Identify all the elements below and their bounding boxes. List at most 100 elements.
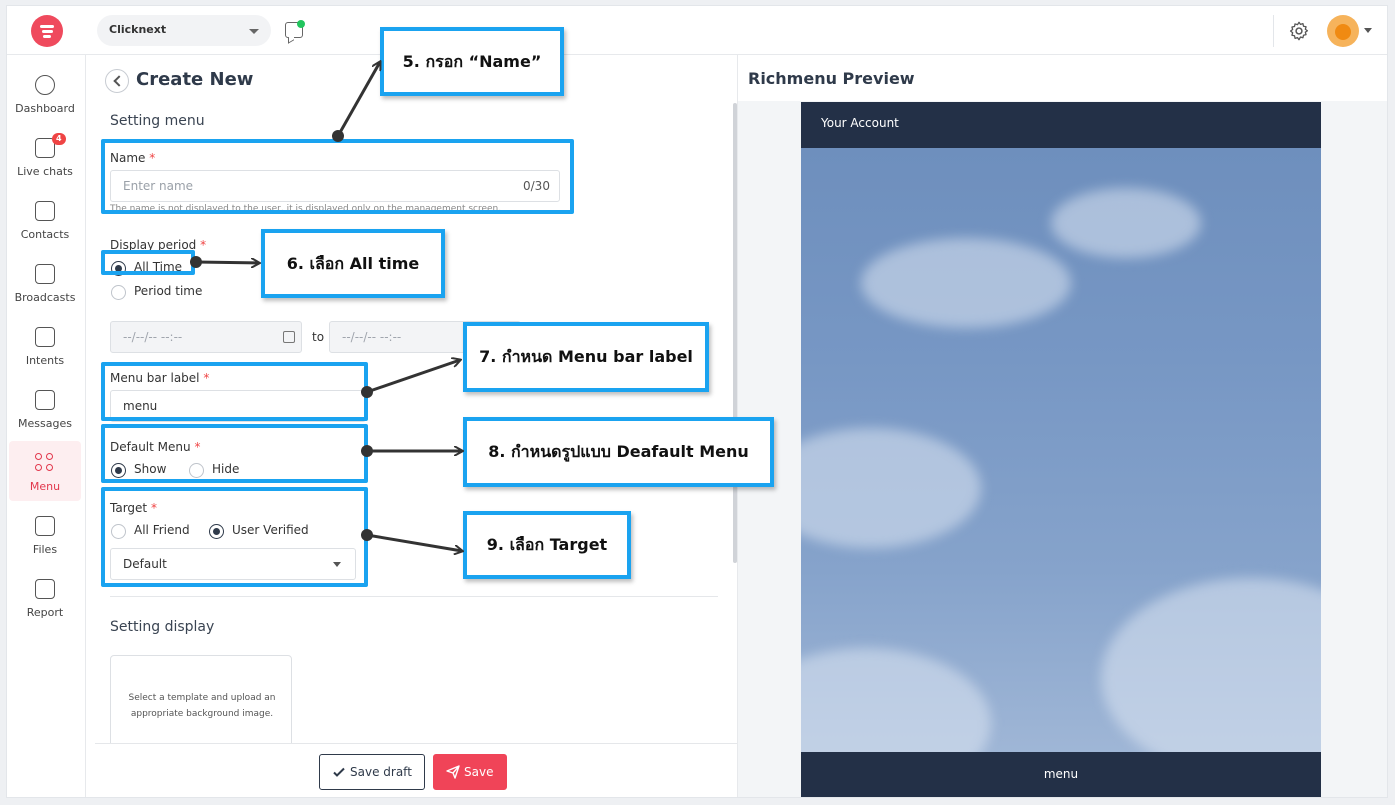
sidebar-item-files[interactable]: Files [9,504,81,564]
required-mark: * [149,151,156,165]
default-menu-label-text: Default Menu [110,440,191,454]
preview-background-image [801,148,1321,797]
highlight-name-field [101,139,574,214]
sidebar-item-live-chats[interactable]: 4 Live chats [9,126,81,186]
save-draft-label: Save draft [350,765,412,779]
template-hint: Select a template and upload an appropri… [128,693,276,719]
sidebar-item-report[interactable]: Report [9,567,81,627]
sidebar-item-label: Contacts [20,228,70,241]
calendar-icon[interactable] [283,331,295,343]
name-label: Name * [110,151,155,165]
form-footer: Save draft Save [95,743,737,797]
sidebar-item-label: Dashboard [15,102,75,115]
section-setting-menu: Setting menu [110,113,205,129]
sidebar-item-label: Intents [25,354,65,367]
preview-area: Your Account menu [738,101,1387,797]
bar-chart-icon [35,579,55,599]
gear-icon[interactable] [1288,20,1310,42]
richmenu-preview-panel: Richmenu Preview Your Account menu [737,55,1387,797]
unread-count: 4 [56,134,62,143]
preview-menu-bar[interactable]: menu [801,752,1321,797]
required-mark: * [203,371,210,385]
display-period-label: Display period * [110,238,206,252]
default-menu-label: Default Menu * [110,440,200,454]
radio-all-friend[interactable] [111,524,126,539]
target-select-value: Default [123,557,167,571]
highlight-default-menu [101,424,368,483]
target-select[interactable]: Default [110,548,356,580]
show-label: Show [134,462,167,476]
megaphone-icon [35,264,55,284]
sidebar-nav: Dashboard 4 Live chats Contacts Broadcas… [7,55,86,797]
text-message-icon [35,390,55,410]
chevron-down-icon [333,562,341,567]
all-time-label: All Time [134,260,183,274]
menu-bar-label-input[interactable]: menu [110,390,366,422]
avatar-chevron-down-icon[interactable] [1364,28,1372,33]
workspace-select[interactable]: Clicknext [97,15,271,46]
preview-menu-bar-label: menu [1043,767,1079,781]
app-logo-icon[interactable] [31,15,63,47]
highlight-all-time [101,250,195,275]
callout-step9: 9. เลือก Target [463,511,631,579]
period-time-label: Period time [134,284,203,298]
pie-chart-icon [35,75,55,95]
sidebar-item-broadcasts[interactable]: Broadcasts [9,252,81,312]
back-button[interactable] [105,69,129,93]
folder-icon [35,516,55,536]
online-status-dot [297,20,305,28]
target-label: Target * [110,501,157,515]
radio-period-time[interactable] [111,285,126,300]
section-divider [110,596,718,597]
sidebar-item-label: Live chats [17,165,73,178]
radio-hide[interactable] [189,463,204,478]
sidebar-item-dashboard[interactable]: Dashboard [9,63,81,123]
section-setting-display: Setting display [110,619,215,635]
menu-bar-label-text: Menu bar label [110,371,200,385]
sidebar-item-messages[interactable]: Messages [9,378,81,438]
required-mark: * [150,501,157,515]
topbar-divider [1273,15,1274,47]
preview-title: Richmenu Preview [748,69,915,88]
highlight-target [101,487,368,587]
preview-header-title: Your Account [821,116,899,130]
sidebar-item-label: Broadcasts [14,291,76,304]
sidebar-item-label: Files [32,543,58,556]
callout-step8: 8. กำหนดรูปแบบ Deafault Menu [463,417,774,487]
user-avatar[interactable] [1327,15,1359,47]
workspace-name: Clicknext [109,23,167,36]
sidebar-item-contacts[interactable]: Contacts [9,189,81,249]
name-hint: The name is not displayed to the user, i… [110,204,502,214]
preview-header: Your Account [801,102,1321,148]
save-draft-button[interactable]: Save draft [319,754,425,790]
start-date-input[interactable]: --/--/-- --:-- [110,321,302,353]
save-label: Save [464,765,494,779]
phone-preview: Your Account menu [801,102,1321,797]
required-mark: * [194,440,201,454]
send-icon [446,765,460,779]
sidebar-item-intents[interactable]: Intents [9,315,81,375]
hide-label: Hide [212,462,240,476]
grid-menu-icon [35,453,55,473]
name-input[interactable]: Enter name [110,170,560,202]
radio-show[interactable] [111,463,126,478]
callout-step7: 7. กำหนด Menu bar label [463,322,709,392]
name-char-counter: 0/30 [523,179,550,193]
top-bar: Clicknext [7,6,1387,55]
sidebar-item-label: Messages [18,417,72,430]
target-label-text: Target [110,501,148,515]
radio-user-verified[interactable] [209,524,224,539]
display-period-label-text: Display period [110,238,197,252]
all-friend-label: All Friend [134,523,190,537]
callout-step6: 6. เลือก All time [261,229,445,298]
contact-card-icon [35,201,55,221]
save-button[interactable]: Save [433,754,507,790]
chat-status-icon[interactable] [285,22,303,38]
chat-bubbles-icon [35,138,55,158]
sidebar-item-menu[interactable]: Menu [9,441,81,501]
required-mark: * [200,238,207,252]
callout-step5: 5. กรอก “Name” [380,27,564,96]
unread-badge: 4 [52,133,66,145]
highlight-menu-bar-label [101,362,368,421]
scrollbar[interactable] [733,103,737,563]
